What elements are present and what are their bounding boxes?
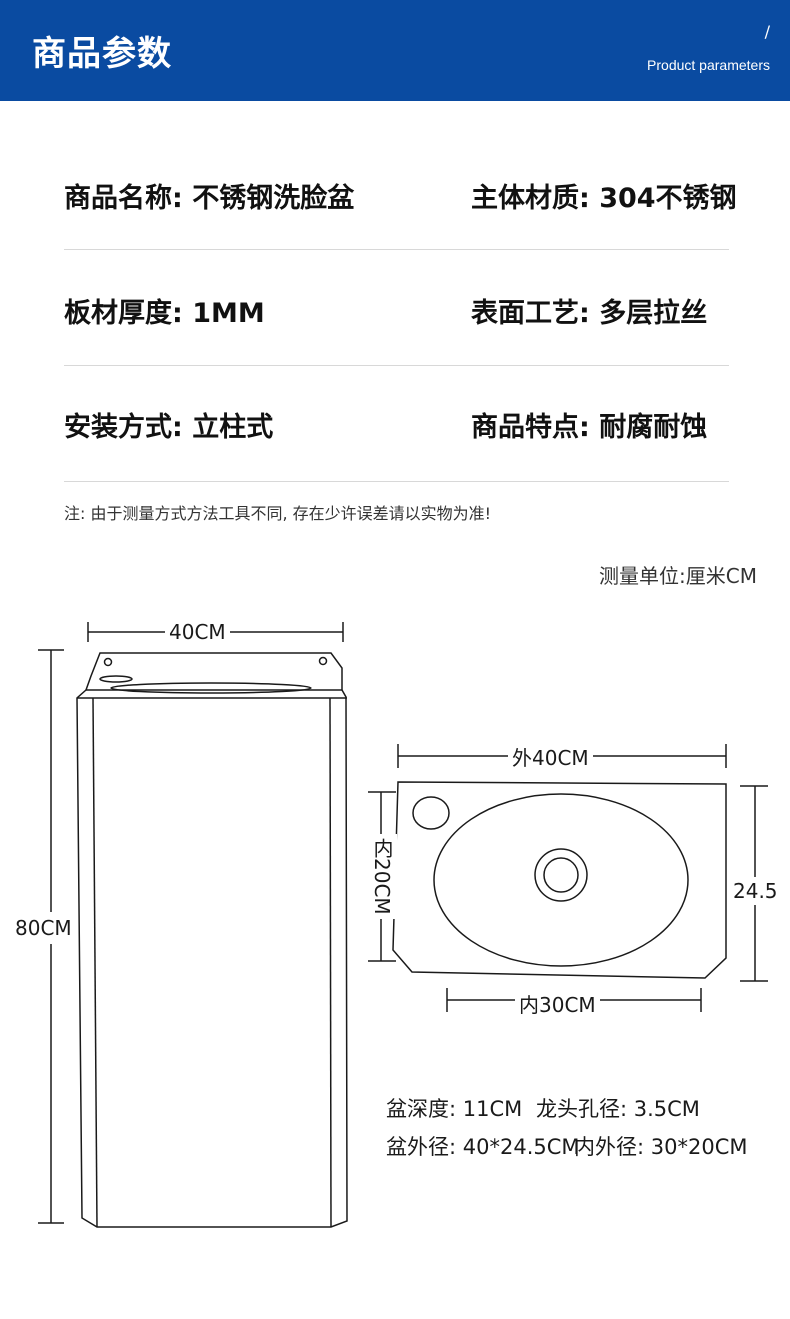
divider bbox=[64, 481, 729, 482]
top-inner-height-label: 内20CM bbox=[368, 834, 397, 919]
measurement-unit: 测量单位:厘米CM bbox=[599, 564, 757, 588]
front-basin-rim bbox=[110, 682, 312, 694]
top-basin-bowl bbox=[433, 793, 689, 967]
measurement-note: 注: 由于测量方式方法工具不同, 存在少许误差请以实物为准! bbox=[64, 504, 492, 523]
front-basin-top bbox=[84, 652, 343, 691]
top-drain-outer bbox=[534, 848, 588, 902]
spec-surface: 表面工艺: 多层拉丝 bbox=[471, 298, 708, 329]
info-faucet-hole: 龙头孔径: 3.5CM bbox=[536, 1097, 700, 1121]
info-basin-depth: 盆深度: 11CM bbox=[386, 1097, 523, 1121]
front-faucet-hole bbox=[99, 675, 133, 683]
front-screw-hole-right bbox=[318, 656, 328, 666]
page-title: 商品参数 bbox=[32, 34, 172, 74]
header-subtitle: Product parameters bbox=[647, 57, 770, 73]
front-screw-hole-left bbox=[103, 657, 113, 667]
spec-product-name: 商品名称: 不锈钢洗脸盆 bbox=[64, 183, 355, 214]
spec-thickness: 板材厚度: 1MM bbox=[64, 298, 265, 329]
spec-material: 主体材质: 304不锈钢 bbox=[471, 183, 737, 214]
spec-install: 安装方式: 立柱式 bbox=[64, 412, 274, 443]
front-pedestal-left-bevel bbox=[92, 697, 98, 1228]
info-outer-size: 盆外径: 40*24.5CM bbox=[386, 1135, 580, 1159]
front-height-label: 80CM bbox=[13, 912, 74, 944]
divider bbox=[64, 365, 729, 366]
info-inner-size: 内外径: 30*20CM bbox=[574, 1135, 748, 1159]
spec-feature: 商品特点: 耐腐耐蚀 bbox=[471, 412, 708, 443]
top-outer-width-label: 外40CM bbox=[508, 742, 593, 771]
divider bbox=[64, 249, 729, 250]
top-faucet-hole bbox=[412, 796, 450, 830]
header-banner: 商品参数 / Product parameters bbox=[0, 0, 790, 101]
top-drain-inner bbox=[543, 857, 579, 893]
front-pedestal-right-bevel bbox=[329, 697, 332, 1228]
header-slash: / bbox=[764, 22, 770, 41]
top-depth-label: 24.5 bbox=[730, 877, 781, 905]
front-width-label: 40CM bbox=[165, 620, 230, 644]
top-inner-width-label: 内30CM bbox=[515, 989, 600, 1018]
front-pedestal-outline bbox=[76, 689, 348, 1228]
top-basin-outline bbox=[392, 781, 727, 979]
